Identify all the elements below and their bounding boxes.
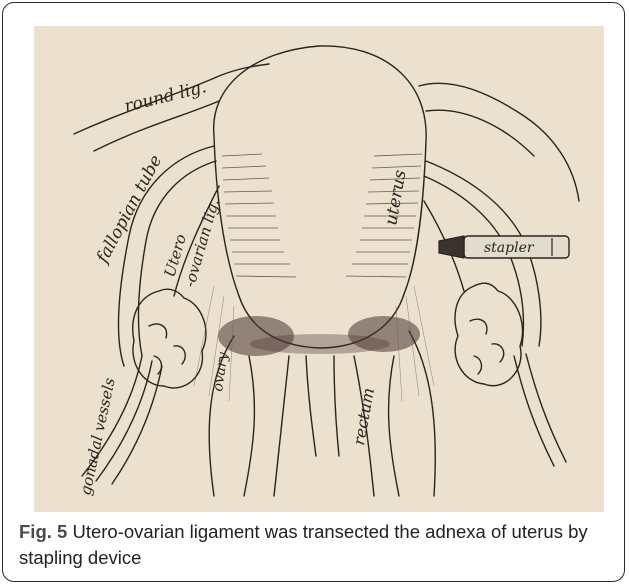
caption-text: Utero-ovarian ligament was transected th… <box>19 521 588 568</box>
figure-caption: Fig. 5 Utero-ovarian ligament was transe… <box>19 519 615 571</box>
paper-background <box>34 26 604 512</box>
figure-label: Fig. 5 <box>19 521 67 542</box>
anatomical-drawing: round lig. fallopian tube Utero -ovarian… <box>34 26 604 512</box>
label-stapler: stapler <box>484 240 535 256</box>
